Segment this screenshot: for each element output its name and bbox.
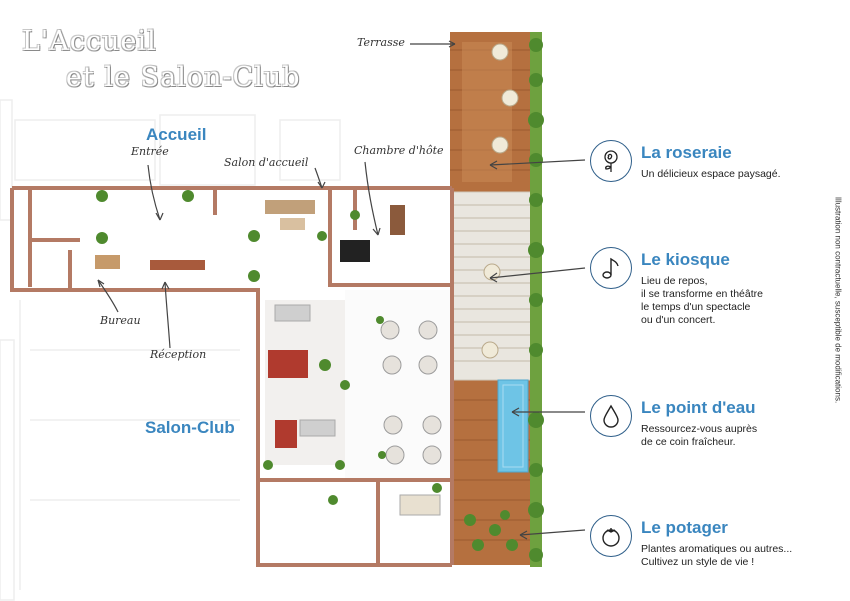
room-label-reception: Réception xyxy=(150,348,207,361)
feature-description: Lieu de repos, il se transforme en théât… xyxy=(641,275,763,326)
callout-arrows xyxy=(97,40,586,540)
sofa-grey-1 xyxy=(274,304,311,322)
office-desk xyxy=(95,255,120,269)
title-line-1: L'Accueil xyxy=(22,26,157,57)
building-floor xyxy=(12,188,452,565)
feature-description: Plantes aromatiques ou autres... Cultive… xyxy=(641,543,793,568)
walls xyxy=(10,186,454,567)
water-drop-icon xyxy=(590,395,632,437)
lounge-table xyxy=(280,218,305,230)
garden-vegetation xyxy=(464,32,544,567)
room-label-salon-accueil: Salon d'accueil xyxy=(224,156,309,169)
music-note-icon xyxy=(590,247,632,289)
sofa-grey-2 xyxy=(299,419,336,437)
feature-description: Ressourcez-vous auprès de ce coin fraîch… xyxy=(641,423,758,448)
reception-desk xyxy=(150,260,205,270)
feature-description: Un délicieux espace paysagé. xyxy=(641,168,781,180)
zone-label-accueil: Accueil xyxy=(146,125,207,144)
lounge-sofa xyxy=(265,200,315,214)
rug-red-2 xyxy=(275,420,297,448)
rug-red xyxy=(268,350,308,378)
tomato-icon xyxy=(590,515,632,557)
terrace-deck xyxy=(450,32,530,565)
piano xyxy=(340,240,370,262)
feature-title: Le point d'eau xyxy=(641,398,756,417)
disclaimer: Illustration non contractuelle, suscepti… xyxy=(833,196,843,404)
zone-label-salon-club: Salon-Club xyxy=(145,418,235,437)
feature-title: Le potager xyxy=(641,518,728,537)
indoor-plants xyxy=(96,190,442,505)
room-label-terrasse: Terrasse xyxy=(357,36,405,49)
furniture xyxy=(95,43,519,516)
room-label-entree: Entrée xyxy=(131,145,169,158)
title-line-2: et le Salon-Club xyxy=(66,62,301,93)
water-pool-edge xyxy=(502,384,524,468)
room-label-bureau: Bureau xyxy=(100,314,141,327)
feature-title: La roseraie xyxy=(641,143,732,162)
room-label-chambre-hote: Chambre d'hôte xyxy=(354,144,444,157)
pergola xyxy=(451,191,533,381)
bed xyxy=(390,205,405,235)
background-outline xyxy=(0,99,341,601)
feature-title: Le kiosque xyxy=(641,250,730,269)
kitchen-table xyxy=(399,494,441,516)
rose-icon xyxy=(590,140,632,182)
